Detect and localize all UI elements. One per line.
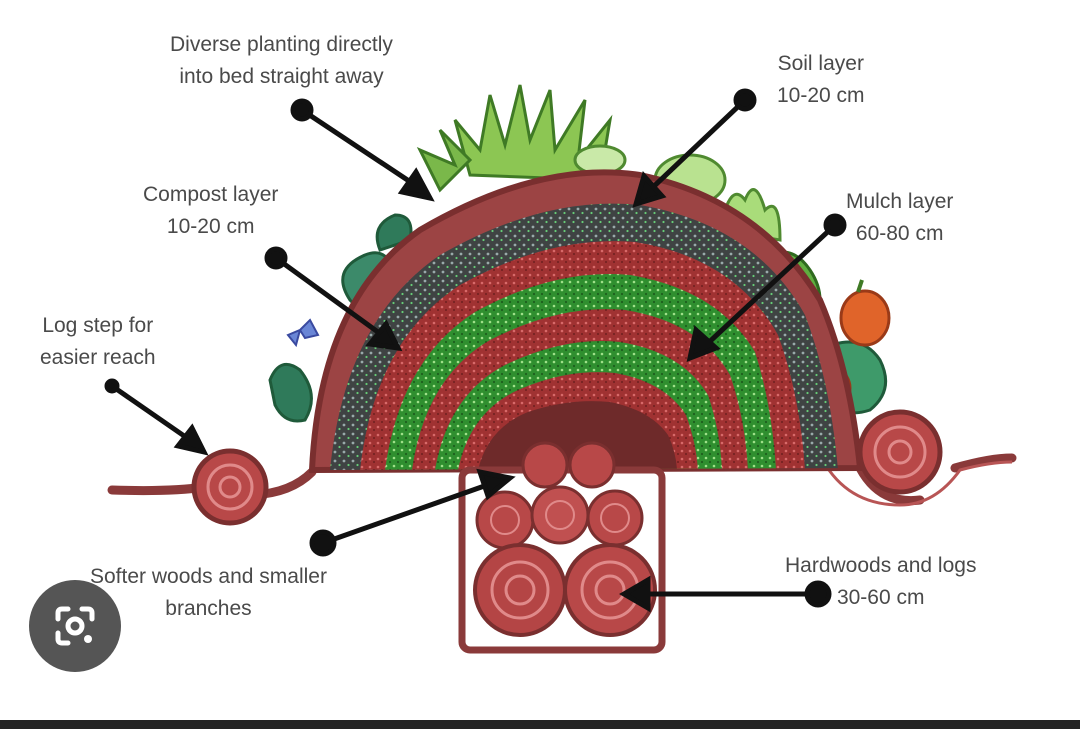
label-hardwoods-line2: 30-60 cm	[836, 586, 925, 609]
label-mulch-layer-line1: Mulch layer	[846, 190, 954, 213]
arrow-diverse-planting	[290, 98, 435, 202]
trench	[458, 441, 666, 654]
google-lens-button[interactable]	[29, 580, 121, 672]
arrow-compost-layer	[264, 246, 403, 352]
label-hardwoods-line1: Hardwoods and logs	[785, 554, 977, 577]
label-compost-layer: Compost layer 10-20 cm	[143, 179, 278, 243]
ground-line-right-inner	[818, 454, 1013, 507]
google-lens-icon	[55, 606, 95, 646]
arrow-mulch-layer	[686, 213, 847, 362]
label-diverse-planting-line2: into bed straight away	[179, 65, 384, 88]
arrow-softer-woods	[309, 468, 516, 557]
label-soil-layer-line1: Soil layer	[777, 52, 864, 75]
log-step-left	[191, 448, 269, 526]
label-soil-layer: Soil layer 10-20 cm	[777, 48, 865, 112]
label-softer-woods-line2: branches	[165, 597, 252, 620]
label-softer-woods: Softer woods and smaller branches	[90, 561, 327, 625]
label-log-step-line1: Log step for	[42, 314, 154, 337]
bottom-bar	[0, 720, 1080, 729]
label-softer-woods-line1: Softer woods and smaller	[90, 565, 327, 588]
annotation-arrows	[104, 88, 847, 613]
label-diverse-planting-line1: Diverse planting directly	[170, 33, 393, 56]
label-log-step-line2: easier reach	[40, 346, 156, 369]
label-hardwoods: Hardwoods and logs 30-60 cm	[785, 550, 976, 614]
label-compost-layer-line2: 10-20 cm	[166, 215, 255, 238]
arrow-soil-layer	[632, 88, 757, 208]
log-right	[857, 409, 943, 495]
label-log-step: Log step for easier reach	[40, 310, 156, 374]
label-mulch-layer: Mulch layer 60-80 cm	[846, 186, 953, 250]
arrow-hardwoods	[619, 575, 832, 613]
label-compost-layer-line1: Compost layer	[143, 183, 279, 206]
label-mulch-layer-line2: 60-80 cm	[855, 222, 944, 245]
arrow-log-step	[104, 378, 209, 456]
mound	[308, 169, 864, 474]
label-diverse-planting: Diverse planting directly into bed strai…	[170, 29, 393, 93]
label-soil-layer-line2: 10-20 cm	[777, 84, 865, 107]
